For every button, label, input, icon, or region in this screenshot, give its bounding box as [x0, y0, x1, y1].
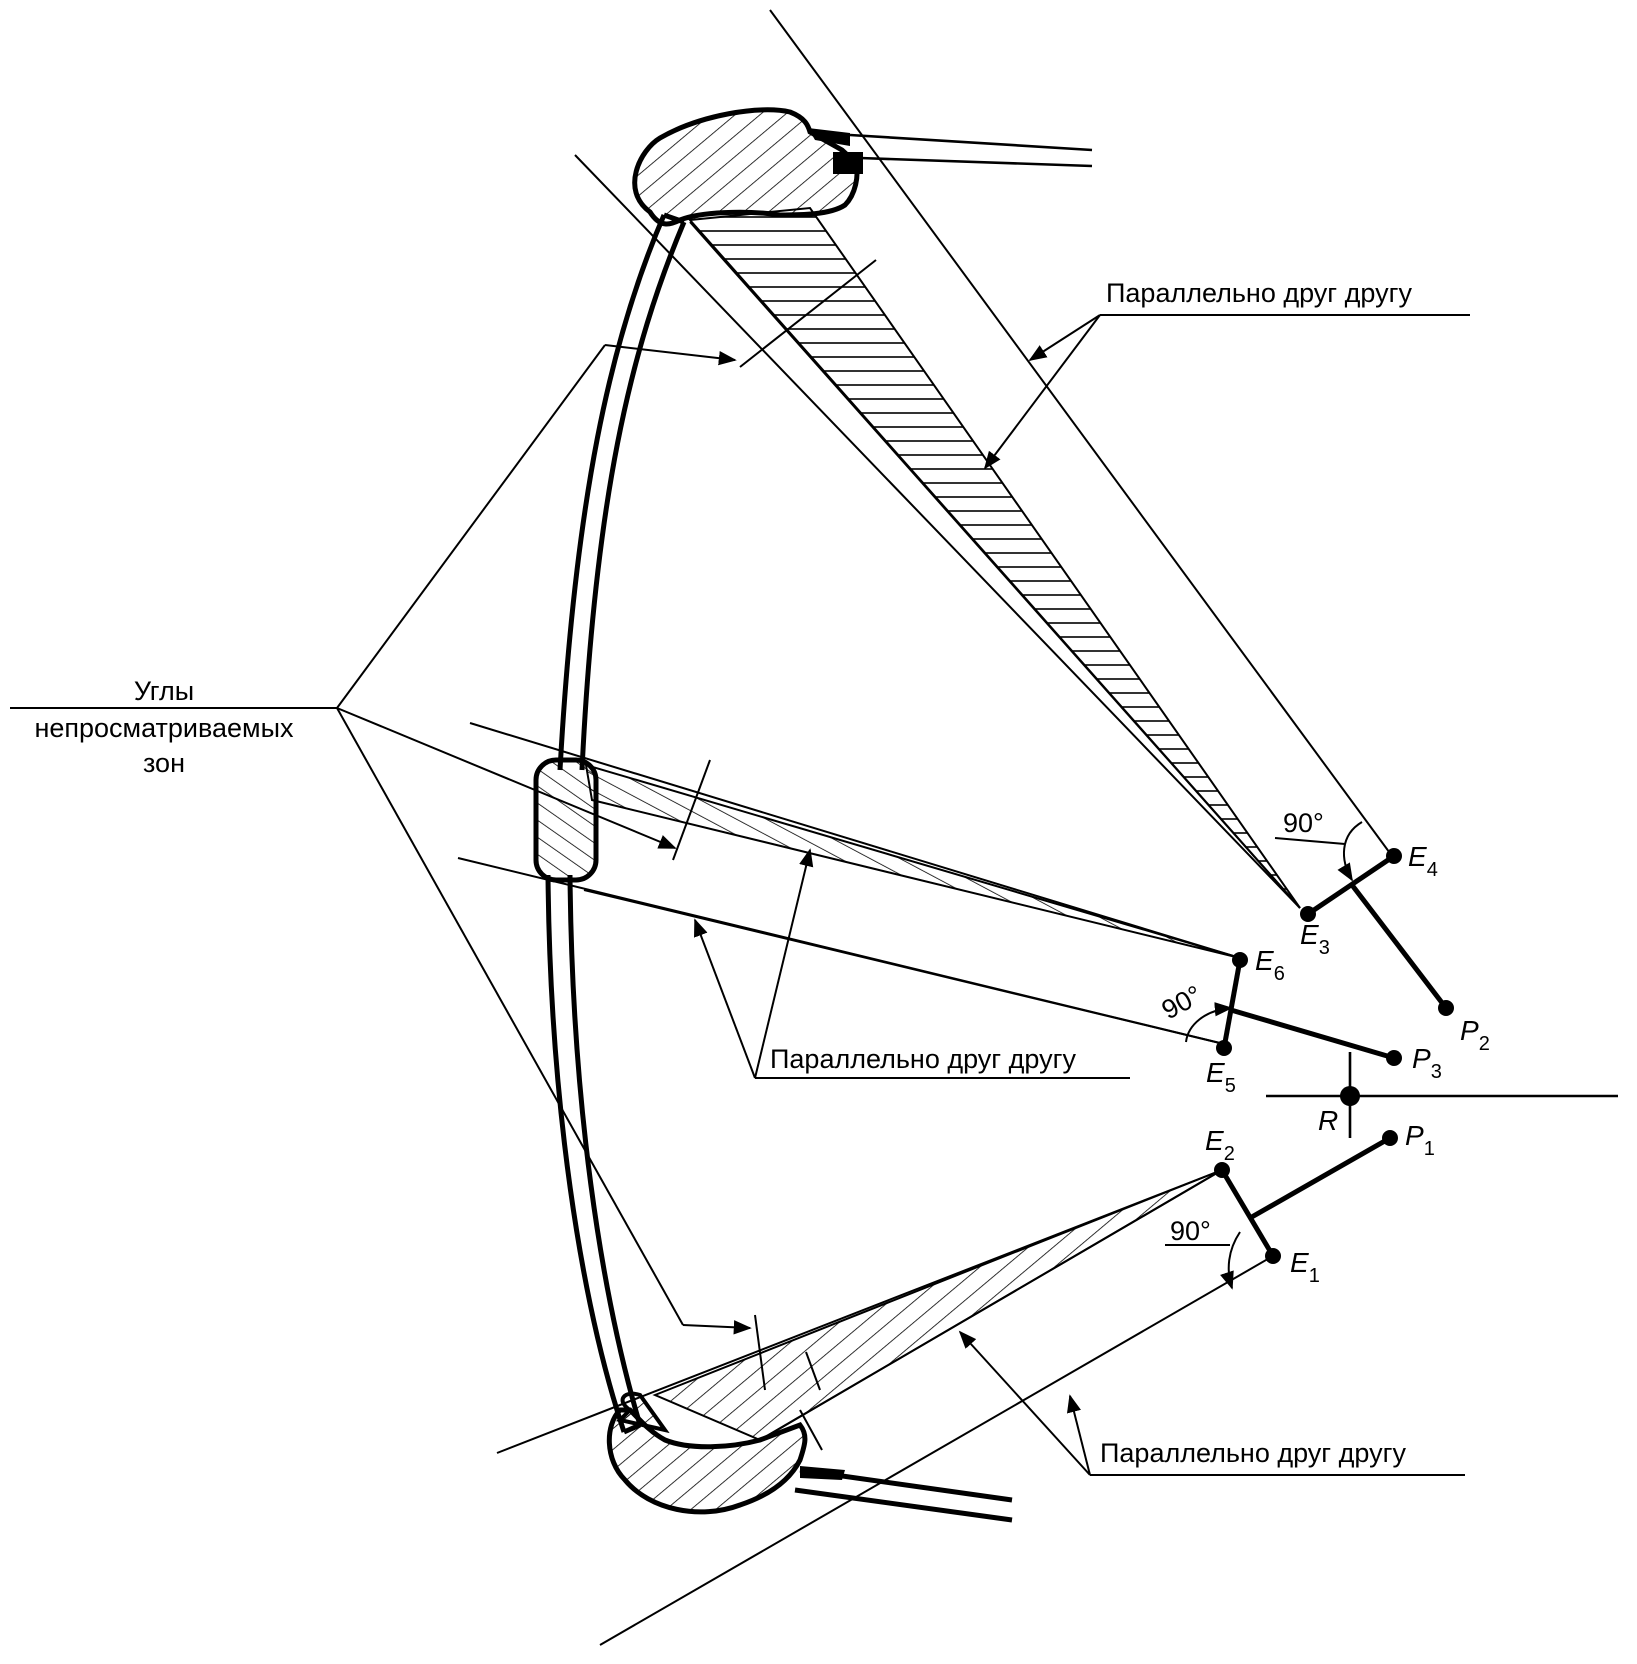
middle-pillar	[533, 757, 599, 883]
dot-e3	[1300, 906, 1316, 922]
parallel-label-bottom: Параллельно друг другу	[1100, 1438, 1406, 1468]
angle-label-lower: 90°	[1170, 1216, 1211, 1246]
parallel-middle-leaders	[694, 848, 1130, 1079]
label-p2: P2	[1460, 1015, 1490, 1055]
upper-pillar	[632, 107, 863, 227]
parallel-label-top: Параллельно друг другу	[1106, 278, 1412, 308]
upper-roof-lines	[849, 133, 1093, 168]
label-r: R	[1318, 1105, 1338, 1136]
blind-angles-line-1: Углы	[134, 676, 194, 706]
lower-blind-wedge	[496, 1169, 1274, 1646]
blind-angles-leaders	[10, 344, 752, 1335]
blind-angles-line-3: зон	[143, 748, 185, 778]
parallel-label-middle: Параллельно друг другу	[770, 1044, 1076, 1074]
label-p3: P3	[1412, 1043, 1442, 1083]
dot-p3	[1386, 1050, 1402, 1066]
label-e5: E5	[1206, 1057, 1236, 1097]
reference-point-r	[1266, 1052, 1618, 1138]
dot-p1	[1382, 1130, 1398, 1146]
upper-glass	[557, 212, 687, 771]
label-e6: E6	[1255, 945, 1285, 985]
middle-eye-structure	[1185, 959, 1395, 1061]
angle-dimension-ticks	[672, 259, 877, 1451]
dot-e6	[1232, 952, 1248, 968]
dot-p2	[1438, 1000, 1454, 1016]
lower-glass	[545, 874, 643, 1435]
parallel-top-leaders	[983, 314, 1470, 470]
upper-eye-structure	[1274, 821, 1448, 1010]
lower-eye-structure	[1165, 1135, 1392, 1290]
middle-blind-wedge	[457, 722, 1241, 1045]
dot-e1	[1265, 1248, 1281, 1264]
point-markers	[1214, 848, 1454, 1264]
parallel-bottom-leaders	[958, 1330, 1465, 1476]
label-e4: E4	[1408, 841, 1438, 881]
angle-label-upper: 90°	[1283, 808, 1324, 838]
label-e3: E3	[1300, 919, 1330, 959]
lower-floor-lines	[794, 1467, 1013, 1523]
label-e2: E2	[1205, 1125, 1235, 1165]
label-e1: E1	[1290, 1247, 1320, 1287]
dot-e5	[1216, 1040, 1232, 1056]
dot-e4	[1386, 848, 1402, 864]
label-p1: P1	[1405, 1120, 1435, 1160]
blind-angles-line-2: непросматриваемых	[34, 713, 294, 743]
dot-e2	[1214, 1162, 1230, 1178]
upper-blind-wedge	[574, 9, 1396, 909]
